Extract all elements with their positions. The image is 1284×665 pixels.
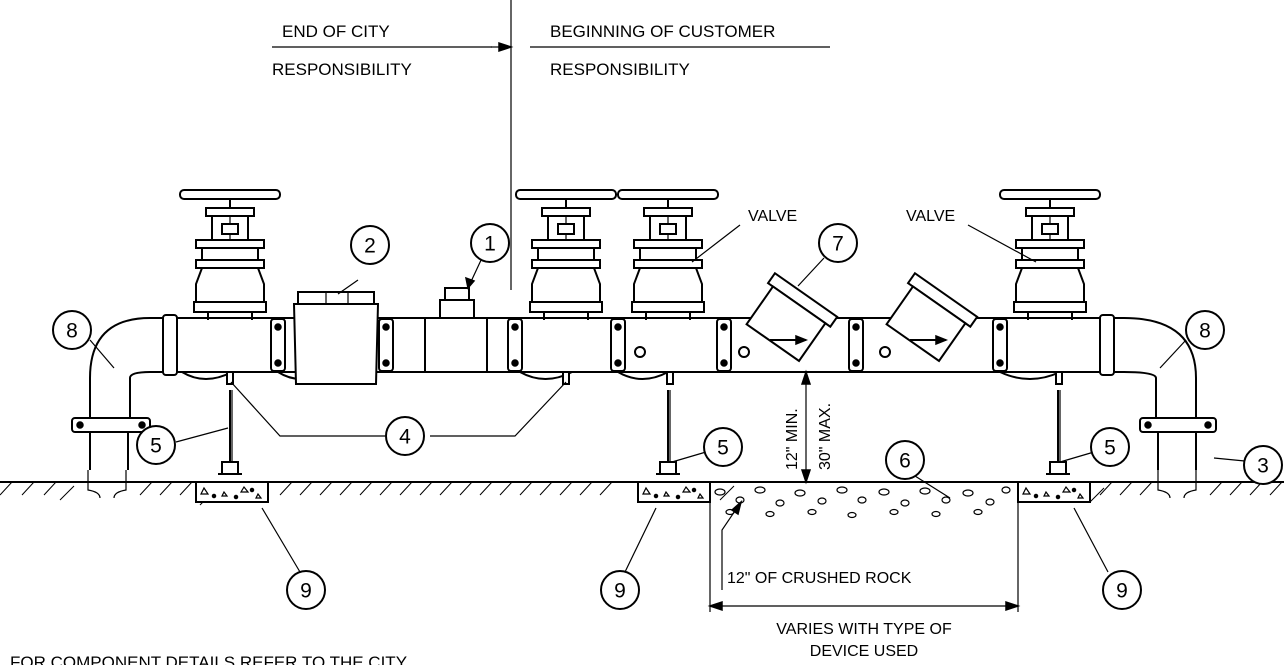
- callout-2-number: 2: [364, 235, 376, 258]
- callout-5-middle-number: 5: [717, 437, 729, 460]
- callout-leaders: [89, 224, 1256, 573]
- callout-5-middle: 5: [703, 427, 743, 467]
- varies-line2-text: DEVICE USED: [810, 643, 918, 660]
- callout-9-right: 9: [1102, 570, 1142, 610]
- callout-5-right-number: 5: [1104, 437, 1116, 460]
- callout-9-middle: 9: [600, 570, 640, 610]
- callout-3: 3: [1243, 445, 1283, 485]
- callout-9-middle-number: 9: [614, 580, 626, 603]
- pipe-supports: [217, 389, 1071, 475]
- beginning-of-customer-text: BEGINNING OF CUSTOMER: [550, 22, 775, 41]
- callout-1-number: 1: [484, 233, 496, 256]
- footer-note: FOR COMPONENT DETAILS REFER TO THE CITY: [10, 653, 407, 665]
- callout-6-number: 6: [899, 450, 911, 473]
- max-clearance-text: 30" MAX.: [817, 403, 834, 470]
- width-dimension: VARIES WITH TYPE OF DEVICE USED: [707, 500, 1021, 660]
- callout-7-number: 7: [832, 233, 844, 256]
- water-meter: [292, 291, 380, 385]
- callout-4-number: 4: [399, 426, 411, 449]
- callout-8-right: 8: [1185, 310, 1225, 350]
- callout-1: 1: [470, 223, 510, 263]
- end-of-city-responsibility-label: END OF CITY RESPONSIBILITY: [272, 22, 492, 79]
- concrete-pads: [195, 481, 1091, 503]
- callout-5-left-number: 5: [150, 435, 162, 458]
- callout-8-left: 8: [52, 310, 92, 350]
- callout-4: 4: [385, 416, 425, 456]
- valve-label-right: VALVE: [906, 208, 955, 225]
- callout-8-right-number: 8: [1199, 320, 1211, 343]
- callout-7: 7: [818, 223, 858, 263]
- check-valves: [634, 272, 979, 366]
- callout-6: 6: [885, 440, 925, 480]
- callout-9-left-number: 9: [300, 580, 312, 603]
- callout-3-number: 3: [1257, 455, 1269, 478]
- callout-8-left-number: 8: [66, 320, 78, 343]
- callout-9-right-number: 9: [1116, 580, 1128, 603]
- crushed-rock-bed: [714, 486, 1011, 519]
- callout-9-left: 9: [286, 570, 326, 610]
- meter-register: [424, 287, 488, 373]
- customer-responsibility-text: RESPONSIBILITY: [550, 60, 690, 79]
- callout-5-right: 5: [1090, 427, 1130, 467]
- crushed-rock-text: 12" OF CRUSHED ROCK: [727, 570, 912, 587]
- rock-depth-leader: 12" OF CRUSHED ROCK: [721, 499, 912, 590]
- clearance-dimension: 12" MIN. 30" MAX.: [784, 369, 834, 485]
- city-responsibility-text: RESPONSIBILITY: [272, 60, 412, 79]
- elbow-right: [1099, 314, 1217, 470]
- min-clearance-text: 12" MIN.: [784, 408, 801, 470]
- test-cocks: [226, 371, 1063, 385]
- valve-label-left: VALVE: [748, 208, 797, 225]
- elbow-left: [71, 314, 178, 470]
- end-of-city-text: END OF CITY: [282, 22, 390, 41]
- pipe-piers: [87, 470, 1197, 499]
- callout-2: 2: [350, 225, 390, 265]
- callout-5-left: 5: [136, 425, 176, 465]
- beginning-of-customer-responsibility-label: BEGINNING OF CUSTOMER RESPONSIBILITY: [530, 22, 830, 79]
- varies-line1-text: VARIES WITH TYPE OF: [776, 621, 952, 638]
- responsibility-divider: [491, 0, 514, 290]
